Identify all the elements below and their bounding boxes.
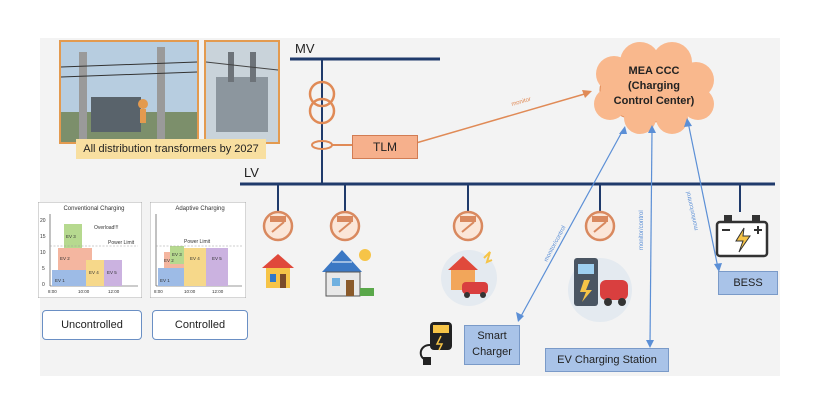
uncontrolled-box: Uncontrolled (42, 310, 142, 340)
ev3-area (64, 224, 82, 248)
y-tick: 10 (40, 250, 46, 256)
ev1-area (158, 268, 190, 286)
x-tick: 8:00 (154, 289, 163, 294)
x-tick: 8:00 (48, 289, 57, 294)
ev-label: EV 4 (190, 256, 200, 261)
ev-label: EV 3 (172, 252, 182, 257)
ccc-cloud (594, 42, 714, 134)
control-label-bess: monitor/control (686, 191, 700, 231)
y-tick: 0 (42, 282, 45, 288)
ev3-area (170, 246, 184, 264)
y-tick: 20 (40, 218, 46, 224)
smart-meter-icon (262, 210, 294, 242)
x-tick: 12:00 (108, 289, 120, 294)
smart-meter-icon (329, 210, 361, 242)
y-tick: 5 (42, 266, 45, 272)
ev-label: EV 2 (60, 256, 70, 261)
smart-meter-icon (452, 210, 484, 242)
bess-box: BESS (718, 271, 778, 295)
ccc-label: MEA CCC (Charging Control Center) (602, 64, 706, 109)
control-label-station: monitor/control (639, 210, 645, 250)
solar-house-icon (322, 249, 374, 297)
ev4-area (86, 260, 106, 286)
chart-title: Adaptive Charging (175, 206, 224, 212)
control-link-bess (687, 121, 719, 269)
ev-label: EV 5 (212, 256, 222, 261)
y-tick: 15 (40, 234, 46, 240)
power-limit-label: Power Limit (184, 239, 211, 245)
ev-label: EV 5 (107, 270, 117, 275)
ev2-area (58, 248, 92, 270)
lv-label: LV (244, 165, 259, 180)
ccc-label-line2: (Charging (628, 80, 680, 92)
controlled-box: Controlled (152, 310, 248, 340)
ev-label: EV 2 (164, 258, 174, 263)
mv-label: MV (295, 41, 315, 56)
battery-icon (715, 215, 769, 258)
ev5-area (104, 260, 122, 286)
smart-charger-line2: Charger (472, 346, 512, 358)
ccc-label-line3: Control Center) (613, 95, 695, 107)
monitor-link (415, 92, 589, 144)
overload-label: Overload!!! (94, 225, 118, 231)
transformer-photo-left (59, 40, 199, 144)
ev5-area (206, 248, 228, 286)
house-ev-icon (441, 250, 497, 306)
ev-label: EV 4 (89, 270, 99, 275)
x-tick: 10:00 (184, 289, 196, 294)
control-label-smart: monitor/control (543, 225, 567, 263)
smart-charger-box: Smart Charger (464, 325, 520, 365)
photo-caption: All distribution transformers by 2027 (76, 139, 266, 159)
power-limit-label: Power Limit (108, 240, 135, 246)
chart-title: Conventional Charging (63, 206, 124, 212)
monitor-label: monitor (511, 97, 532, 108)
ev-label: EV 3 (66, 234, 76, 239)
adaptive-charging-chart: Adaptive Charging Power Limit EV 1 EV 2 … (150, 202, 246, 298)
transformer-icon (308, 80, 336, 125)
ev-station-box: EV Charging Station (545, 348, 669, 372)
ev-station-icon (568, 258, 632, 322)
smart-meter-icon (584, 210, 616, 242)
control-link-station (649, 129, 653, 346)
ev-label: EV 1 (55, 278, 65, 283)
tlm-box: TLM (352, 135, 418, 159)
control-link-smart-charger (519, 129, 624, 319)
smart-charger-icon (419, 322, 452, 365)
x-tick: 12:00 (212, 289, 224, 294)
ccc-label-line1: MEA CCC (628, 65, 680, 77)
smart-charger-line1: Smart (477, 330, 507, 342)
ev-label: EV 1 (160, 278, 170, 283)
ev4-area (184, 248, 206, 286)
conventional-charging-chart: Conventional Charging 20 15 10 5 0 Power… (38, 202, 142, 298)
house-icon (262, 254, 294, 288)
x-tick: 10:00 (78, 289, 90, 294)
